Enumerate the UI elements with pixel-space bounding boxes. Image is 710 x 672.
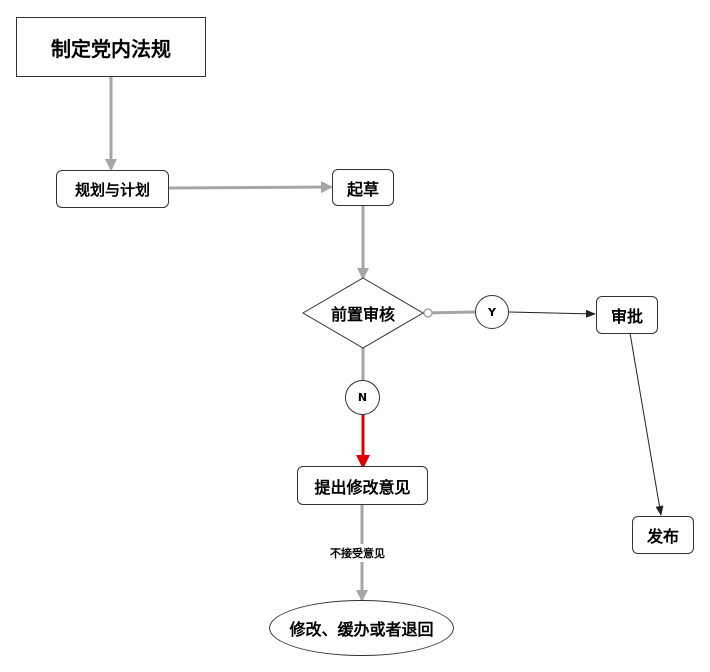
edge-plan-to-draft bbox=[168, 181, 333, 194]
connection-point-icon bbox=[423, 308, 433, 318]
review-decision-label: 前置审核 bbox=[330, 305, 395, 324]
draft-node: 起草 bbox=[332, 169, 394, 206]
edge-yes-to-approve bbox=[508, 309, 596, 318]
no-connector: N bbox=[345, 380, 380, 415]
publish-node: 发布 bbox=[632, 516, 694, 554]
decision-diamond-shape bbox=[302, 277, 424, 349]
approve-node: 审批 bbox=[596, 296, 658, 334]
result-node: 修改、缓办或者退回 bbox=[269, 600, 454, 656]
plan-node: 规划与计划 bbox=[56, 170, 169, 208]
feedback-node: 提出修改意见 bbox=[297, 466, 428, 505]
not-accepted-label: 不接受意见 bbox=[328, 544, 387, 562]
start-node: 制定党内法规 bbox=[16, 17, 206, 77]
edge-approve-to-publish bbox=[629, 332, 664, 516]
yes-connector: Y bbox=[475, 295, 509, 329]
